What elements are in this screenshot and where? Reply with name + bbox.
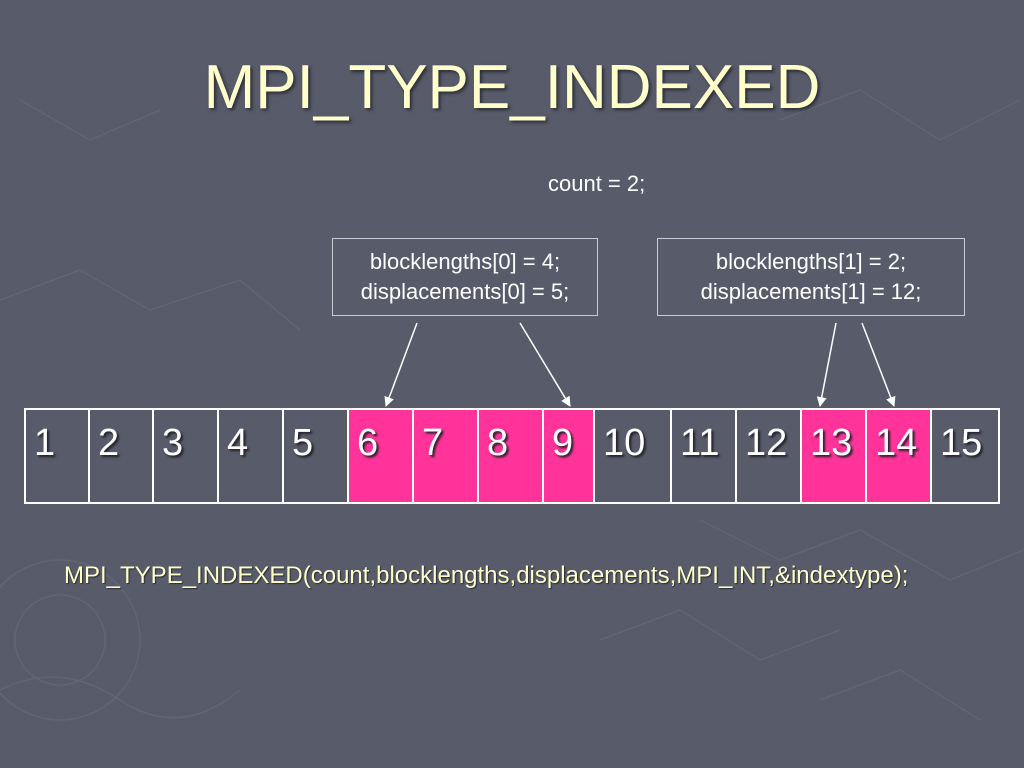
array-cell-11: 11 bbox=[672, 410, 737, 502]
function-call-text: MPI_TYPE_INDEXED(count,blocklengths,disp… bbox=[64, 562, 909, 589]
array-cell-13: 13 bbox=[802, 410, 867, 502]
array-cell-14: 14 bbox=[867, 410, 932, 502]
arrow-block1-end bbox=[861, 322, 896, 407]
arrow-block1-start bbox=[816, 322, 837, 407]
array-cell-10: 10 bbox=[595, 410, 672, 502]
block-1-info-box: blocklengths[1] = 2; displacements[1] = … bbox=[657, 238, 965, 316]
displacement-0-text: displacements[0] = 5; bbox=[360, 279, 570, 304]
array-cell-9: 9 bbox=[544, 410, 595, 502]
displacement-1-text: displacements[1] = 12; bbox=[700, 279, 922, 304]
array-cell-2: 2 bbox=[90, 410, 154, 502]
blocklength-1-text: blocklengths[1] = 2; bbox=[715, 249, 907, 274]
array-cell-4: 4 bbox=[219, 410, 284, 502]
array-cell-5: 5 bbox=[284, 410, 349, 502]
blocklength-0-text: blocklengths[0] = 4; bbox=[369, 249, 561, 274]
arrow-block0-start bbox=[384, 322, 418, 407]
block-0-info-box: blocklengths[0] = 4; displacements[0] = … bbox=[332, 238, 598, 316]
array-cell-8: 8 bbox=[479, 410, 544, 502]
array-cell-3: 3 bbox=[154, 410, 219, 502]
array-cell-15: 15 bbox=[940, 422, 983, 464]
count-label: count = 2; bbox=[548, 171, 646, 196]
slide-title: MPI_TYPE_INDEXED bbox=[203, 53, 821, 122]
arrow-block0-end bbox=[519, 322, 571, 407]
array-cell-6: 6 bbox=[349, 410, 414, 502]
array-cell-7: 7 bbox=[414, 410, 479, 502]
array-cell-12: 12 bbox=[737, 410, 802, 502]
array-cell-1: 1 bbox=[26, 410, 90, 502]
